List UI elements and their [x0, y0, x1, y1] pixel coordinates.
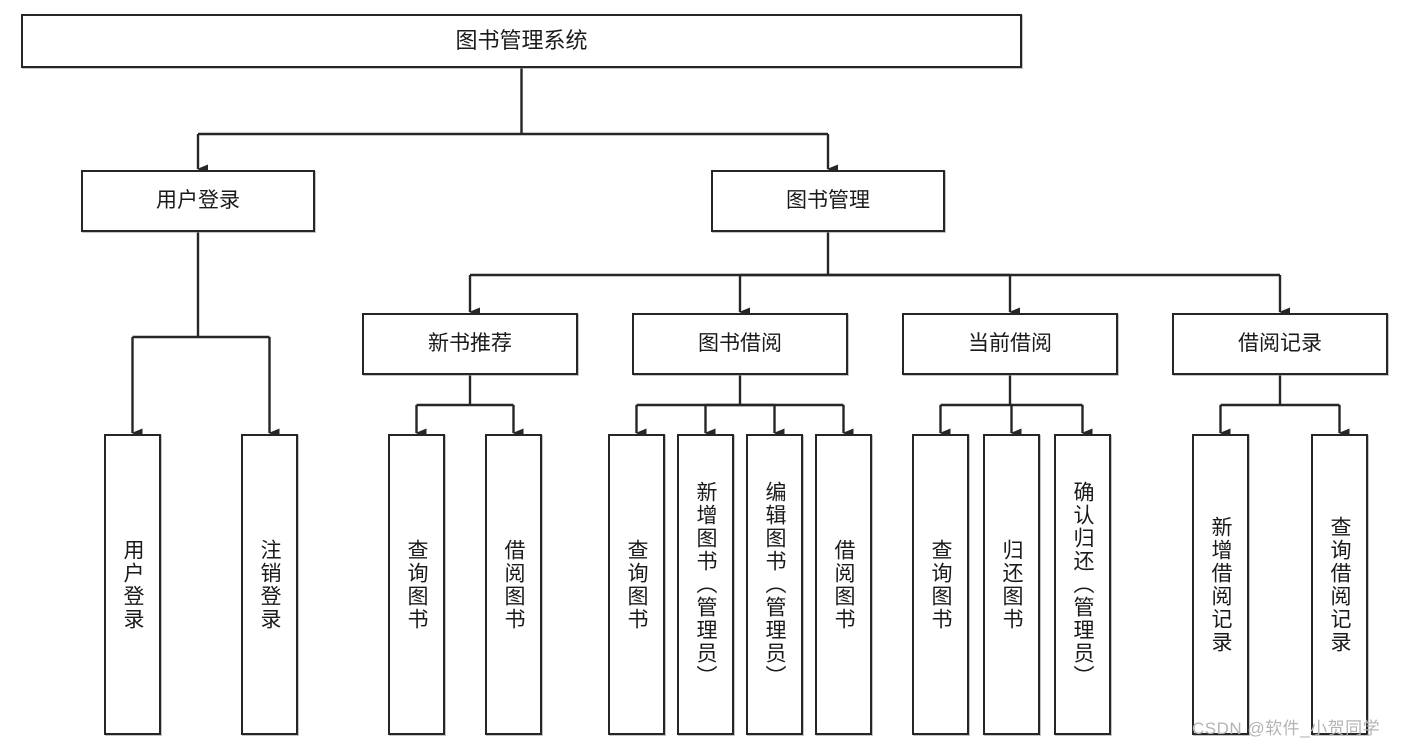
node-leaf-query-book-bb[interactable]: 查询图书	[608, 434, 665, 735]
node-leaf-add-book[interactable]: 新增图书（管理员）	[677, 434, 734, 735]
node-leaf-borrow-book-nb[interactable]: 借阅图书	[485, 434, 542, 735]
node-leaf-logout[interactable]: 注销登录	[241, 434, 298, 735]
node-label: 借阅记录	[1238, 331, 1322, 355]
node-borrow-record[interactable]: 借阅记录	[1172, 313, 1388, 375]
node-leaf-edit-book[interactable]: 编辑图书（管理员）	[746, 434, 803, 735]
node-book-borrow[interactable]: 图书借阅	[632, 313, 848, 375]
node-label: 图书管理	[786, 188, 870, 212]
node-label: 查询图书	[405, 538, 428, 631]
node-label: 图书管理系统	[455, 28, 588, 54]
node-leaf-query-record[interactable]: 查询借阅记录	[1311, 434, 1368, 735]
node-root[interactable]: 图书管理系统	[21, 14, 1022, 68]
node-label: 新书推荐	[428, 331, 512, 355]
node-label: 查询借阅记录	[1328, 515, 1351, 654]
node-label: 借阅图书	[832, 538, 855, 631]
node-label: 注销登录	[258, 538, 281, 631]
node-leaf-user-login[interactable]: 用户登录	[104, 434, 161, 735]
node-label: 用户登录	[121, 538, 144, 631]
node-label: 新增图书（管理员）	[694, 481, 717, 688]
node-leaf-add-record[interactable]: 新增借阅记录	[1192, 434, 1249, 735]
node-leaf-query-book-nb[interactable]: 查询图书	[388, 434, 445, 735]
node-leaf-query-book-cb[interactable]: 查询图书	[912, 434, 969, 735]
node-label: 编辑图书（管理员）	[763, 481, 786, 688]
connector-lines	[131, 68, 1350, 438]
node-label: 归还图书	[1000, 538, 1023, 631]
node-user-login[interactable]: 用户登录	[81, 170, 315, 232]
node-book-manage[interactable]: 图书管理	[711, 170, 945, 232]
node-label: 图书借阅	[698, 331, 782, 355]
node-label: 用户登录	[156, 188, 240, 212]
node-label: 确认归还（管理员）	[1071, 481, 1094, 688]
node-current-borrow[interactable]: 当前借阅	[902, 313, 1118, 375]
node-label: 查询图书	[929, 538, 952, 631]
node-leaf-return-book[interactable]: 归还图书	[983, 434, 1040, 735]
csdn-watermark: CSDN @软件_小贺同学	[1192, 719, 1381, 738]
node-label: 当前借阅	[968, 331, 1052, 355]
node-leaf-borrow-book-bb[interactable]: 借阅图书	[815, 434, 872, 735]
node-label: 借阅图书	[502, 538, 525, 631]
node-new-book-recommend[interactable]: 新书推荐	[362, 313, 578, 375]
node-label: 新增借阅记录	[1209, 515, 1232, 654]
node-label: 查询图书	[625, 538, 648, 631]
node-leaf-confirm-return[interactable]: 确认归还（管理员）	[1054, 434, 1111, 735]
